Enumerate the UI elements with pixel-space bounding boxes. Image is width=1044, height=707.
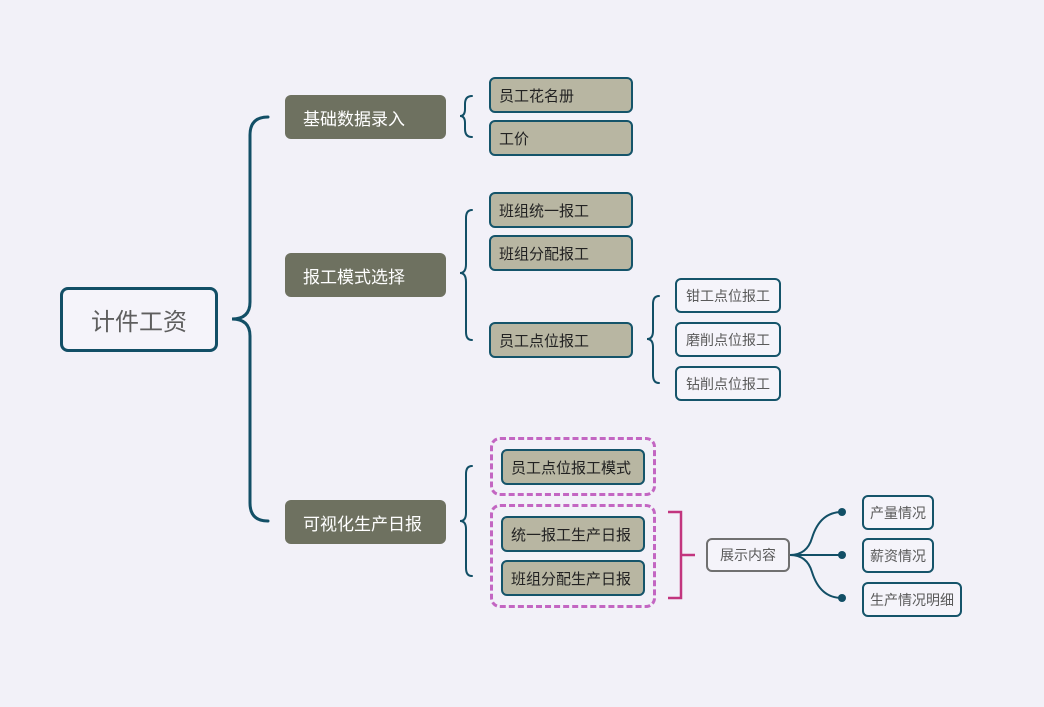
subtopic-employee-point-report[interactable]: 员工点位报工 bbox=[489, 322, 633, 358]
summary-link-3 bbox=[789, 554, 843, 599]
leaf-salary-status[interactable]: 薪资情况 bbox=[862, 538, 934, 573]
subtopic-label: 统一报工生产日报 bbox=[511, 525, 632, 544]
leaf-label: 钻削点位报工 bbox=[686, 376, 770, 393]
leaf-drilling-point-report[interactable]: 钻削点位报工 bbox=[675, 366, 781, 401]
subtopic-team-allocated-report[interactable]: 班组分配报工 bbox=[489, 235, 633, 271]
leaf-output-status[interactable]: 产量情况 bbox=[862, 495, 934, 530]
leaf-label: 钳工点位报工 bbox=[686, 288, 770, 305]
root-topic[interactable]: 计件工资 bbox=[60, 287, 218, 352]
subtopic-employee-point-mode[interactable]: 员工点位报工模式 bbox=[501, 449, 645, 485]
leaf-label: 磨削点位报工 bbox=[686, 332, 770, 349]
subtopic-piece-rate[interactable]: 工价 bbox=[489, 120, 633, 156]
leaf-label: 生产情况明细 bbox=[870, 592, 954, 609]
summary-dot-3 bbox=[838, 594, 846, 602]
subtopic-label: 班组统一报工 bbox=[499, 201, 590, 220]
leaf-grinding-point-report[interactable]: 磨削点位报工 bbox=[675, 322, 781, 357]
subtopic-label: 班组分配生产日报 bbox=[511, 569, 632, 588]
subtopic-employee-roster[interactable]: 员工花名册 bbox=[489, 77, 633, 113]
leaf-fitter-point-report[interactable]: 钳工点位报工 bbox=[675, 278, 781, 313]
leaf-label: 薪资情况 bbox=[870, 548, 926, 565]
subtopic-label: 班组分配报工 bbox=[499, 244, 590, 263]
root-topic-label: 计件工资 bbox=[91, 308, 187, 336]
root-brace bbox=[231, 115, 270, 523]
subtopic-label: 员工点位报工模式 bbox=[511, 458, 632, 477]
topic-label: 基础数据录入 bbox=[303, 109, 405, 130]
topic-report-mode-selection[interactable]: 报工模式选择 bbox=[285, 253, 446, 297]
topic-label: 可视化生产日报 bbox=[303, 514, 422, 535]
topic-visual-daily-report[interactable]: 可视化生产日报 bbox=[285, 500, 446, 544]
subtopic-team-unified-report[interactable]: 班组统一报工 bbox=[489, 192, 633, 228]
summary-link-1 bbox=[789, 511, 843, 556]
summary-display-content[interactable]: 展示内容 bbox=[706, 538, 790, 572]
subtopic-label: 工价 bbox=[499, 129, 530, 148]
leaf-production-details[interactable]: 生产情况明细 bbox=[862, 582, 962, 617]
branch-1-brace bbox=[459, 95, 473, 138]
summary-dot-2 bbox=[838, 551, 846, 559]
branch-3-brace bbox=[459, 465, 473, 577]
branch-2-brace bbox=[459, 209, 473, 341]
topic-label: 报工模式选择 bbox=[303, 267, 405, 288]
subtopic-unified-daily-report[interactable]: 统一报工生产日报 bbox=[501, 516, 645, 552]
point-report-brace bbox=[646, 295, 660, 384]
summary-dot-1 bbox=[838, 508, 846, 516]
summary-bracket bbox=[668, 510, 695, 600]
boundary-point-mode bbox=[490, 437, 656, 496]
leaf-label: 产量情况 bbox=[870, 505, 926, 522]
summary-label: 展示内容 bbox=[720, 548, 776, 564]
subtopic-team-allocated-daily-report[interactable]: 班组分配生产日报 bbox=[501, 560, 645, 596]
subtopic-label: 员工花名册 bbox=[499, 86, 575, 105]
boundary-daily-reports bbox=[490, 504, 656, 608]
subtopic-label: 员工点位报工 bbox=[499, 331, 590, 350]
topic-basic-data-entry[interactable]: 基础数据录入 bbox=[285, 95, 446, 139]
